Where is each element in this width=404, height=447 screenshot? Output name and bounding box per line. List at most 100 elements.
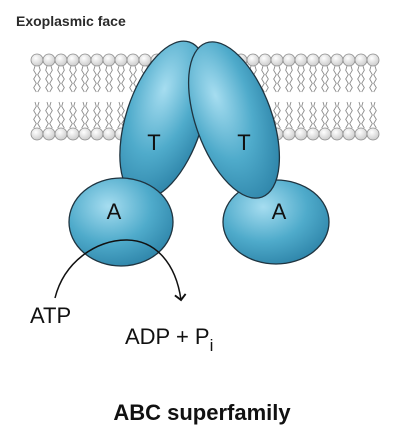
lipid-tail <box>369 101 373 129</box>
lipid-tail <box>297 65 301 93</box>
lipid-tail <box>285 65 289 93</box>
lipid-tail <box>301 65 305 93</box>
lipid-head <box>66 53 80 67</box>
lipid-tail <box>57 65 61 93</box>
lipid-head <box>342 53 356 67</box>
lipid-head <box>78 53 92 67</box>
lipid-head <box>366 127 380 141</box>
lipid-head <box>66 127 80 141</box>
lipid-tail <box>109 101 113 129</box>
lipid-tail <box>285 101 289 129</box>
left-transmembrane-label: T <box>147 130 160 155</box>
lipid-tail <box>349 101 353 129</box>
lipid-head <box>294 53 308 67</box>
lipid-tail <box>277 101 281 129</box>
right-transmembrane-label: T <box>237 130 250 155</box>
lipid-head <box>42 127 56 141</box>
lipid-head <box>330 127 344 141</box>
lipid-tail <box>361 101 365 129</box>
lipid-tail <box>289 65 293 93</box>
lipid-tail <box>73 101 77 129</box>
lipid-tail <box>309 65 313 93</box>
lipid-tail <box>289 101 293 129</box>
lipid-tail <box>97 65 101 93</box>
lipid-head <box>306 53 320 67</box>
abc-superfamily-caption: ABC superfamily <box>113 400 291 425</box>
lipid-tail <box>273 101 277 129</box>
lipid-tail <box>313 101 317 129</box>
lipid-head <box>354 127 368 141</box>
right-atpase-label: A <box>272 199 287 224</box>
lipid-head <box>294 127 308 141</box>
lipid-tail <box>313 65 317 93</box>
lipid-tail <box>49 101 53 129</box>
lipid-head <box>114 53 128 67</box>
lipid-head <box>30 53 44 67</box>
lipid-tail <box>357 101 361 129</box>
lipid-tail <box>345 101 349 129</box>
lipid-tail <box>373 65 377 93</box>
lipid-head <box>90 127 104 141</box>
lipid-tail <box>129 65 133 93</box>
lipid-tail <box>333 101 337 129</box>
lipid-tail <box>85 65 89 93</box>
lipid-head <box>246 53 260 67</box>
exoplasmic-face-label: Exoplasmic face <box>16 13 126 29</box>
lipid-head <box>102 53 116 67</box>
lipid-head <box>258 53 272 67</box>
lipid-tail <box>333 65 337 93</box>
lipid-head <box>282 53 296 67</box>
lipid-tail <box>33 101 37 129</box>
lipid-tail <box>361 65 365 93</box>
lipid-tail <box>57 101 61 129</box>
lipid-tail <box>337 101 341 129</box>
lipid-head <box>42 53 56 67</box>
lipid-tail <box>49 65 53 93</box>
atp-hydrolysis-arrow <box>54 239 187 302</box>
lipid-tail <box>85 101 89 129</box>
right-transmembrane-domain <box>187 41 281 199</box>
lipid-head <box>330 53 344 67</box>
lipid-head <box>126 53 140 67</box>
lipid-head <box>318 53 332 67</box>
lipid-tail <box>69 101 73 129</box>
lipid-tail <box>357 65 361 93</box>
lipid-head <box>282 127 296 141</box>
lipid-tail <box>61 65 65 93</box>
lipid-tail <box>325 65 329 93</box>
lipid-tail <box>369 65 373 93</box>
lipid-head <box>354 53 368 67</box>
lipid-tail <box>37 101 41 129</box>
lipid-head <box>306 127 320 141</box>
lipid-tail <box>309 101 313 129</box>
lipid-tail <box>69 65 73 93</box>
lipid-head <box>342 127 356 141</box>
lipid-tail <box>349 65 353 93</box>
lipid-tail <box>277 65 281 93</box>
lipid-tail <box>81 65 85 93</box>
lipid-tail <box>121 101 125 129</box>
lipid-tail <box>61 101 65 129</box>
lipid-tail <box>33 65 37 93</box>
lipid-tail <box>325 101 329 129</box>
adp-pi-text: ADP + P <box>125 324 210 349</box>
lipid-heads-upper <box>30 53 380 67</box>
lipid-head <box>54 127 68 141</box>
lipid-tail <box>373 101 377 129</box>
lipid-head <box>270 53 284 67</box>
lipid-tail <box>301 101 305 129</box>
lipid-tail <box>37 65 41 93</box>
lipid-tail <box>117 101 121 129</box>
lipid-tail <box>109 65 113 93</box>
lipid-head <box>90 53 104 67</box>
lipid-tail <box>321 65 325 93</box>
lipid-tail <box>273 65 277 93</box>
lipid-head <box>30 127 44 141</box>
atp-label: ATP <box>30 303 72 328</box>
pi-subscript: i <box>209 336 214 355</box>
lipid-tail <box>117 65 121 93</box>
adp-pi-label: ADP + Pi <box>125 324 213 356</box>
lipid-tail <box>297 101 301 129</box>
